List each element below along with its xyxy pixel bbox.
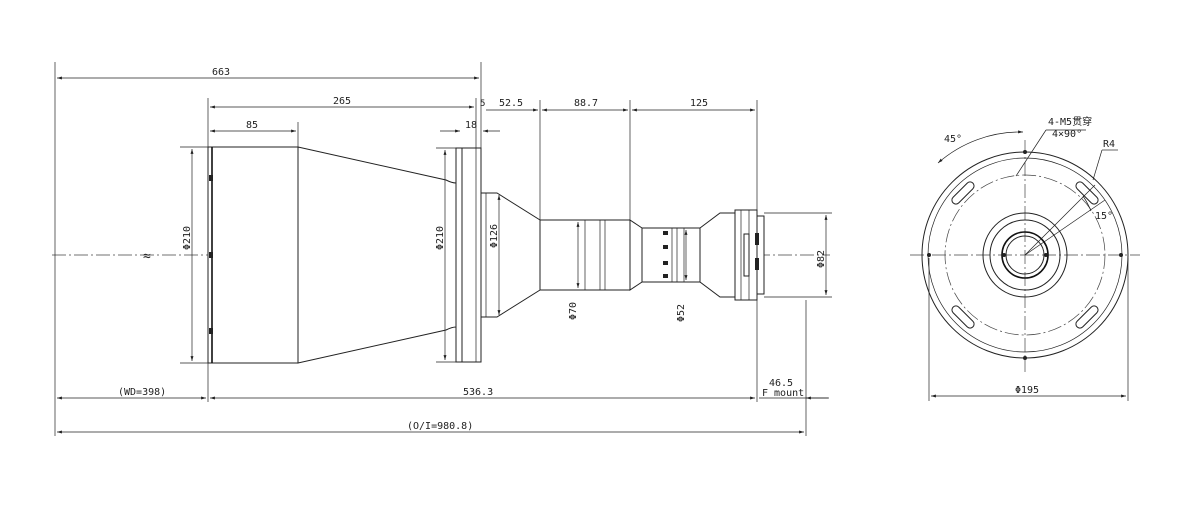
slot-top-left [951, 181, 975, 205]
flange-focal: 46.5 [769, 378, 793, 389]
angle-slot: 15° [1095, 211, 1113, 222]
end-view: 45° 4-M5贯穿 4×90° R4 15° Φ195 [910, 115, 1140, 401]
dia-outer: Φ195 [1015, 385, 1039, 396]
neck-cone [480, 192, 541, 318]
side-view: ≈ [52, 62, 832, 436]
flange-step [455, 147, 463, 363]
hole-spec-line1: 4-M5贯穿 [1048, 115, 1092, 128]
break-mark: ≈ [143, 249, 151, 264]
slot-bottom-left [951, 305, 975, 329]
dia-neck: Φ126 [489, 224, 500, 248]
front-screw-mid [209, 252, 213, 258]
cone-body [297, 146, 457, 364]
dim-total-length: 663 [212, 67, 230, 78]
dia-flange: Φ210 [435, 226, 446, 250]
dim-flange: 18 [465, 120, 477, 131]
slot-bottom-right [1075, 305, 1099, 329]
optical-length: 536.3 [463, 387, 493, 398]
angle-top: 45° [944, 134, 962, 145]
flange [461, 147, 482, 363]
front-cylinder [207, 146, 299, 364]
dia-rear: Φ52 [676, 304, 687, 322]
dim-rear: 125 [690, 98, 708, 109]
rear-section [641, 227, 701, 283]
hole-spec-line2: 4×90° [1052, 129, 1082, 140]
dim-barrel-length: 265 [333, 96, 351, 107]
object-to-image: (O/I=980.8) [407, 421, 473, 432]
dim-neck: 52.5 [499, 98, 523, 109]
dia-front: Φ210 [182, 226, 193, 250]
dia-body: Φ70 [568, 302, 579, 320]
slot-radius: R4 [1103, 139, 1115, 150]
mount-type: F mount [762, 388, 804, 399]
mount-cone [699, 212, 736, 298]
bolt-circle [944, 174, 1106, 336]
dim-step: 5 [480, 99, 485, 109]
front-screw-top [209, 175, 213, 181]
front-screw-bottom [209, 328, 213, 334]
working-distance: (WD=398) [118, 387, 166, 398]
dim-body: 88.7 [574, 98, 598, 109]
dia-mount: Φ82 [816, 250, 827, 268]
mount-lip [756, 215, 765, 295]
dim-front-cylinder: 85 [246, 120, 258, 131]
rear-taper [629, 219, 643, 291]
